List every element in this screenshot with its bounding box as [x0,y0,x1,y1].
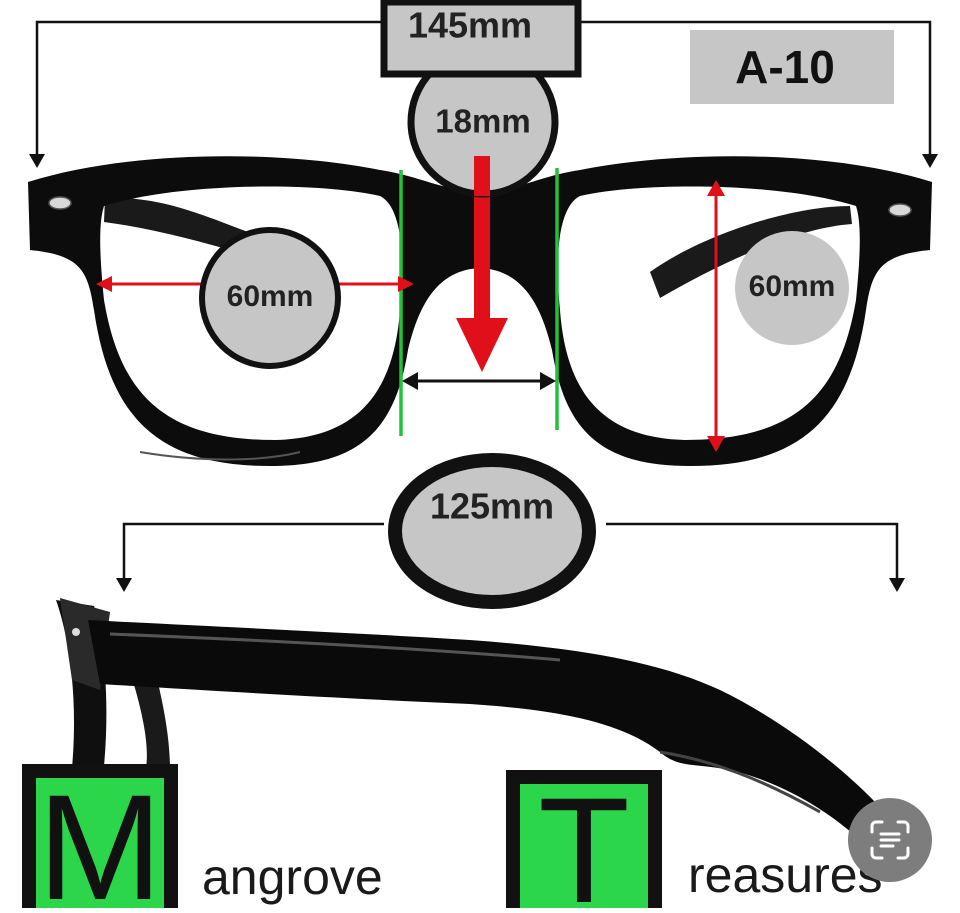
bridge-down-arrow [456,156,508,372]
model-badge: A-10 [690,30,894,104]
total-width-label: 145mm [408,5,532,46]
lens-height-bubble: 60mm [735,231,849,345]
brand-word-1: angrove [202,849,383,905]
total-width-box: 145mm [380,0,582,78]
bridge-label: 18mm [435,103,530,140]
bridge-width-arrow [402,372,556,390]
brand-letter-box-m: M [22,764,178,908]
bridge-guides [399,168,559,436]
lens-height-label: 60mm [749,270,836,303]
model-label: A-10 [735,41,835,93]
glasses-side [56,598,900,860]
text-scan-button[interactable] [848,798,932,882]
temple-length-bubble: 125mm [388,453,596,609]
temple-length-label: 125mm [430,486,554,527]
lens-width-bubble: 60mm [199,227,341,369]
total-width-dimension [29,20,938,168]
brand-letter-box-t: T [506,770,662,908]
text-scan-icon [870,820,910,860]
brand-letter-t: T [538,784,630,908]
brand-letter-m: M [37,778,163,908]
lens-height-arrow [707,180,725,452]
lens-width-label: 60mm [227,280,314,313]
temple-length-dimension [116,522,905,592]
brand-word-2: reasures [688,847,883,903]
